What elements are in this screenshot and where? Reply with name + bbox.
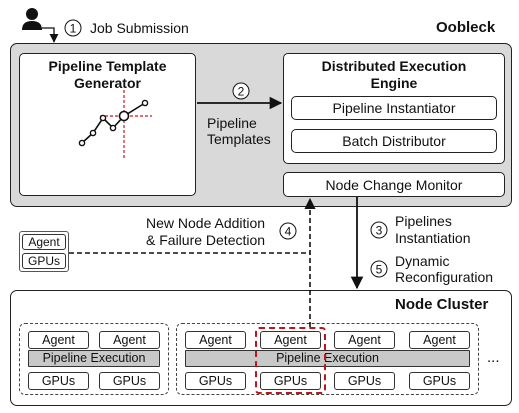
cluster-agent: Agent — [99, 331, 160, 349]
step3-label-line2: Instantiation — [395, 230, 471, 246]
new-node-gpus: GPUs — [22, 253, 66, 269]
cluster-agent-highlighted: Agent — [260, 331, 321, 349]
node-group-2 — [176, 323, 479, 395]
step4-number: 4 — [285, 225, 292, 239]
pipeline-execution-bar: Pipeline Execution — [28, 350, 160, 367]
step1-label: Job Submission — [90, 20, 189, 36]
step1-number: 1 — [70, 22, 77, 36]
step5-label-line1: Dynamic — [395, 253, 450, 269]
submission-arrow — [42, 27, 59, 43]
node-group-1 — [19, 323, 169, 395]
step-marker: 3 — [370, 221, 388, 239]
cluster-gpus: GPUs — [334, 372, 395, 390]
cluster-agent: Agent — [28, 331, 89, 349]
step3-label-line1: Pipelines — [395, 213, 452, 229]
engine-title-line2: Engine — [370, 75, 418, 91]
step4-label-line1: New Node Addition — [146, 215, 266, 231]
pipeline-template-sketch — [78, 90, 152, 160]
cluster-agent: Agent — [185, 331, 246, 349]
oobleck-title: Oobleck — [436, 19, 496, 36]
step5-label-line2: Reconfiguration — [395, 269, 494, 285]
step-marker: 5 — [370, 260, 388, 278]
step5-number: 5 — [376, 263, 383, 277]
cluster-gpus: GPUs — [99, 372, 160, 390]
cluster-gpus: GPUs — [409, 372, 470, 390]
node-change-monitor-label: Node Change Monitor — [325, 177, 463, 193]
template-generator-title-line2: Generator — [74, 75, 141, 91]
cluster-agent: Agent — [334, 331, 395, 349]
cluster-ellipsis: ... — [487, 349, 500, 366]
engine-title-line1: Distributed Execution — [321, 58, 467, 74]
step-marker: 1 — [64, 19, 82, 37]
new-node-agent: Agent — [22, 234, 66, 250]
step2-label-line1: Pipeline — [207, 115, 257, 131]
batch-distributor: Batch Distributor — [291, 129, 497, 153]
step4-label-line2: & Failure Detection — [146, 232, 266, 248]
step-marker: 2 — [232, 82, 250, 100]
cluster-gpus: GPUs — [185, 372, 246, 390]
new-node-highlight — [255, 327, 326, 394]
pipeline-instantiator-label: Pipeline Instantiator — [332, 100, 456, 116]
user-icon — [22, 8, 42, 30]
cluster-gpus-highlighted: GPUs — [260, 372, 321, 390]
node-cluster-title: Node Cluster — [395, 296, 489, 313]
cluster-agent: Agent — [409, 331, 470, 349]
pipeline-template-generator: Pipeline Template Generator — [19, 53, 196, 196]
step2-label-line2: Templates — [207, 131, 271, 147]
step-marker: 4 — [279, 222, 297, 240]
step3-number: 3 — [376, 224, 383, 238]
node-change-monitor: Node Change Monitor — [283, 172, 505, 197]
step2-number: 2 — [238, 85, 245, 99]
template-generator-title-line1: Pipeline Template — [48, 58, 167, 74]
cluster-gpus: GPUs — [28, 372, 89, 390]
batch-distributor-label: Batch Distributor — [342, 133, 446, 149]
pipeline-instantiator: Pipeline Instantiator — [291, 96, 497, 120]
